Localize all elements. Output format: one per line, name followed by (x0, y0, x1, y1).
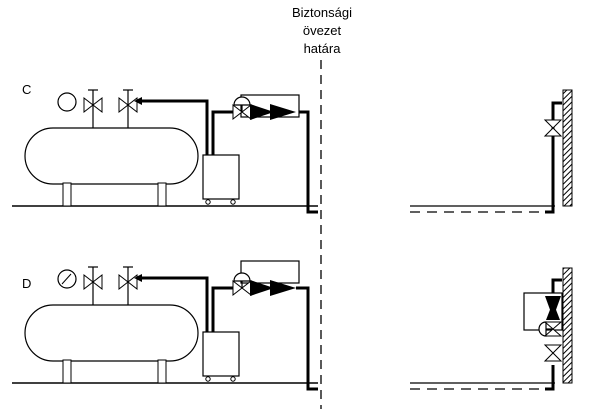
section-c: C (12, 82, 573, 214)
consumer-pipe-d (410, 278, 562, 391)
vaporizer-box-c (202, 154, 240, 200)
pressure-gauge-icon (57, 92, 77, 112)
section-d-label: D (22, 276, 31, 291)
flow-arrow-icon (134, 97, 142, 105)
filter-element-icon (545, 296, 561, 320)
filter-element-icon (250, 280, 296, 296)
safety-zone-label: Biztonsági övezet határa (292, 5, 352, 56)
section-d: D (12, 260, 573, 391)
pressure-regulator-icon (232, 96, 252, 121)
pressure-regulator-icon (232, 272, 252, 297)
zone-label-line3: határa (304, 41, 342, 56)
tank-support-c-right (157, 182, 167, 207)
shutoff-valve-icon (543, 344, 563, 362)
tank-support-d-left (62, 359, 72, 384)
flow-arrow-icon (134, 274, 142, 282)
section-c-label: C (22, 82, 31, 97)
gas-pipe-d (140, 276, 318, 391)
valve-icon (83, 266, 103, 305)
valve-icon (118, 266, 138, 305)
valve-icon (83, 89, 103, 128)
vaporizer-box-d (202, 331, 240, 377)
zone-label-line2: övezet (303, 23, 342, 38)
tank-support-d-right (157, 359, 167, 384)
tank-support-c-left (62, 182, 72, 207)
filter-element-icon (250, 104, 296, 120)
shutoff-valve-icon (543, 119, 563, 137)
building-wall-d (562, 267, 573, 384)
lpg-tank-c (24, 127, 199, 185)
building-wall-c (562, 89, 573, 207)
pressure-gauge-icon (57, 269, 77, 289)
gas-pipe-c (140, 99, 318, 214)
lpg-tank-d (24, 304, 199, 362)
zone-label-line1: Biztonsági (292, 5, 352, 20)
valve-icon (118, 89, 138, 128)
consumer-pipe-c (410, 101, 562, 214)
pressure-regulator-icon (538, 321, 563, 337)
